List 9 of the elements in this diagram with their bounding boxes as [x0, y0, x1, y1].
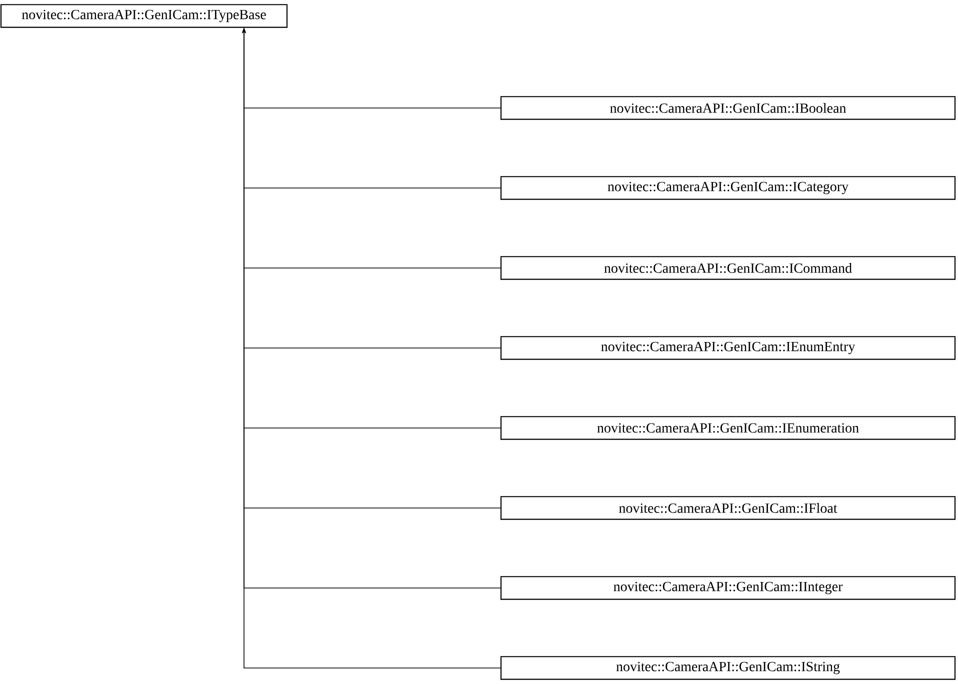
class-box: novitec::CameraAPI::GenICam::IEnumEntry — [500, 336, 956, 360]
class-box: novitec::CameraAPI::GenICam::IEnumeration — [500, 416, 956, 440]
class-box: novitec::CameraAPI::GenICam::ITypeBase — [0, 4, 288, 28]
class-box: novitec::CameraAPI::GenICam::IString — [500, 656, 956, 680]
class-box: novitec::CameraAPI::GenICam::IFloat — [500, 496, 956, 520]
class-box: novitec::CameraAPI::GenICam::ICommand — [500, 256, 956, 280]
class-box: novitec::CameraAPI::GenICam::IInteger — [500, 576, 956, 600]
class-box: novitec::CameraAPI::GenICam::IBoolean — [500, 96, 956, 120]
class-box: novitec::CameraAPI::GenICam::ICategory — [500, 176, 956, 200]
